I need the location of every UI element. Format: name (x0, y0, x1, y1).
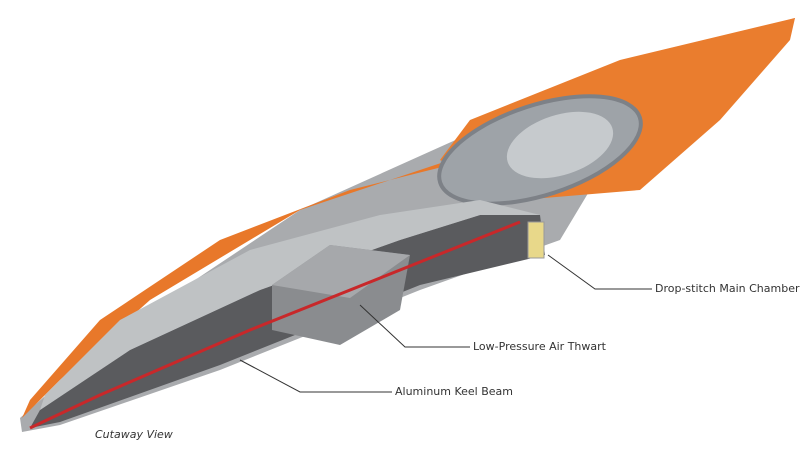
cockpit-seat (506, 111, 614, 179)
cutaway-inner-wall (40, 200, 540, 410)
label-main-chamber: Drop-stitch Main Chamber (655, 282, 800, 295)
label-air-thwart: Low-Pressure Air Thwart (473, 340, 606, 353)
leader-line-air-thwart (359, 304, 470, 348)
caption: Cutaway View (95, 428, 173, 441)
keel-beam (29, 220, 521, 430)
leader-line-main-chamber (547, 254, 652, 290)
air-thwart-top (272, 245, 410, 298)
leader-line-keel-beam (239, 359, 392, 393)
label-keel-beam: Aluminum Keel Beam (395, 385, 514, 398)
main-chamber-end (527, 221, 545, 259)
